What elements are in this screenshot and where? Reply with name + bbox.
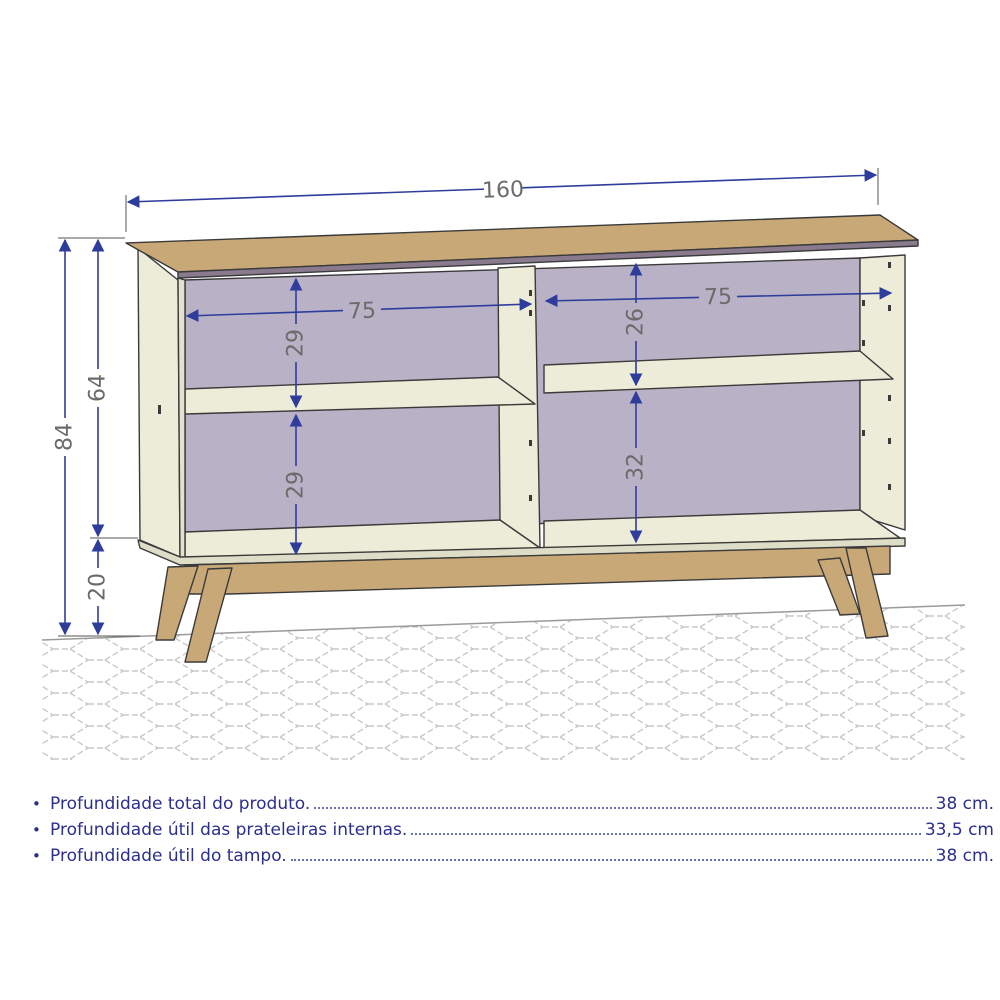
label-right-niche-width: 75: [704, 285, 733, 311]
label-left-lower-height: 29: [284, 471, 309, 499]
bullet-icon: •: [32, 795, 41, 813]
spec-row: • Profundidade total do produto. 38 cm.: [32, 794, 994, 820]
label-total-width: 160: [482, 177, 525, 203]
leg-left-front: [184, 567, 233, 663]
label-leg-height: 20: [86, 573, 111, 601]
spec-label: Profundidade útil do tampo.: [50, 846, 287, 866]
label-body-height: 64: [86, 374, 111, 402]
cabinet-divider: [497, 265, 541, 549]
spec-list: • Profundidade total do produto. 38 cm. …: [32, 794, 994, 872]
furniture-dimension-drawing: 160 84 64 20 75 75 29 29 26 32: [41, 168, 966, 760]
spec-row: • Profundidade útil das prateleiras inte…: [32, 820, 994, 846]
bullet-icon: •: [32, 821, 41, 839]
floor: [41, 604, 966, 760]
dimension-labels: 160 84 64 20 75 75 29 29 26 32: [52, 176, 737, 606]
spec-value: 33,5 cm: [924, 820, 994, 840]
leg-right-front: [845, 547, 889, 639]
bullet-icon: •: [32, 847, 41, 865]
dotted-leader: [314, 807, 932, 809]
spec-value: 38 cm.: [935, 846, 994, 866]
leg-left-back: [155, 565, 199, 641]
spec-label: Profundidade total do produto.: [50, 794, 311, 814]
label-total-height: 84: [53, 423, 78, 451]
spec-value: 38 cm.: [935, 794, 994, 814]
label-left-niche-width: 75: [348, 299, 377, 325]
dotted-leader: [290, 859, 932, 861]
dotted-leader: [411, 833, 921, 835]
cabinet: [125, 214, 919, 663]
label-right-lower-height: 32: [624, 453, 649, 481]
label-left-upper-height: 29: [284, 329, 309, 357]
spec-row: • Profundidade útil do tampo. 38 cm.: [32, 846, 994, 872]
cabinet-left-side: [137, 247, 181, 558]
spec-label: Profundidade útil das prateleiras intern…: [50, 820, 408, 840]
label-right-upper-height: 26: [624, 308, 649, 336]
cabinet-right-side: [859, 254, 906, 531]
